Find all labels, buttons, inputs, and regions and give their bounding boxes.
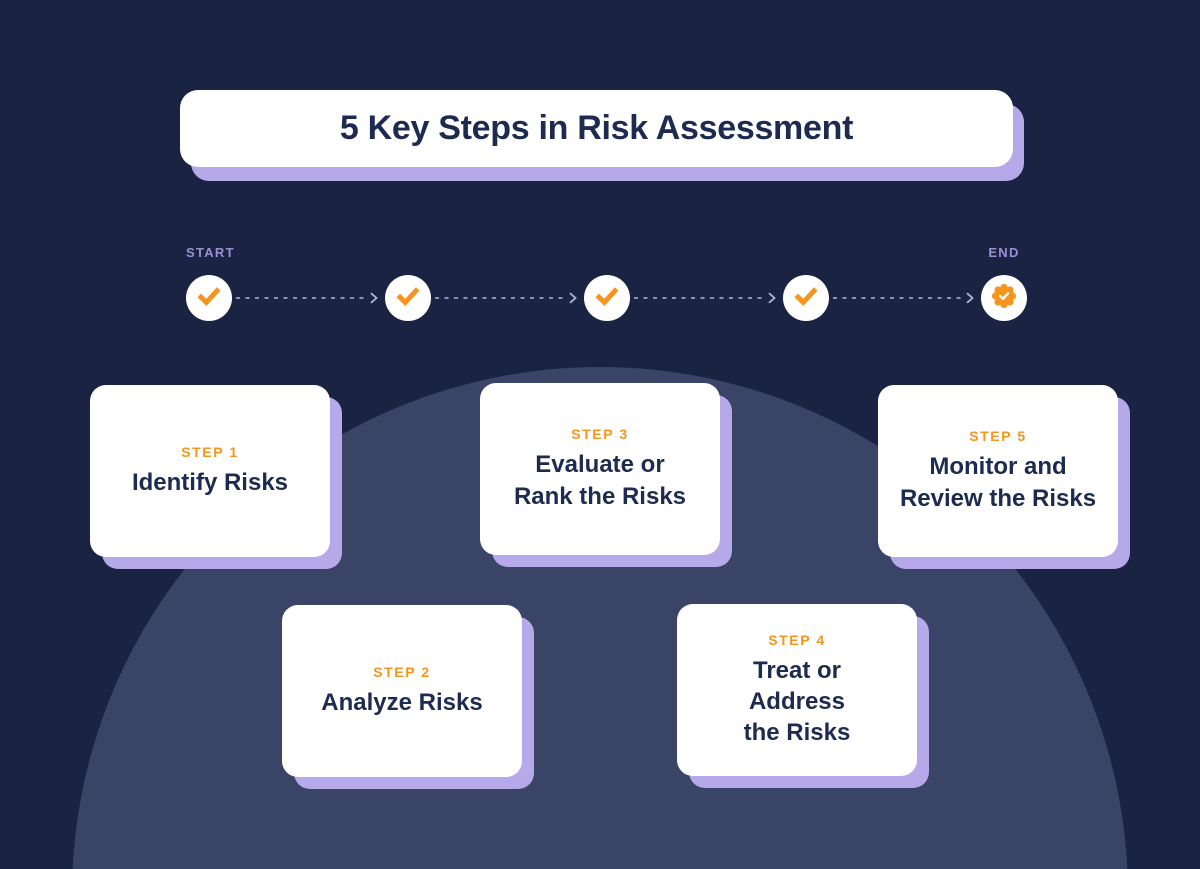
dashed-arrow-connector: [236, 292, 378, 304]
start-label: START: [186, 245, 235, 260]
step-title: Identify Risks: [131, 468, 289, 496]
step-title: Treat or Address the Risks: [743, 656, 851, 747]
badge-check-icon: [990, 282, 1018, 315]
dashed-arrow-connector: [833, 292, 974, 304]
step-title: Analyze Risks: [321, 688, 483, 716]
page-title: 5 Key Steps in Risk Assessment: [339, 109, 854, 147]
title-banner: 5 Key Steps in Risk Assessment: [180, 90, 1013, 167]
check-icon: [197, 284, 221, 313]
check-icon: [595, 284, 619, 313]
step-card-1: STEP 1 Identify Risks: [90, 385, 330, 557]
step-title: Evaluate or Rank the Risks: [513, 451, 687, 510]
step-card-5: STEP 5 Monitor and Review the Risks: [878, 385, 1118, 557]
timeline-node-2: [385, 275, 431, 321]
step-number-label: STEP 4: [768, 631, 826, 648]
dashed-arrow-connector: [435, 292, 577, 304]
step-card-2: STEP 2 Analyze Risks: [282, 605, 522, 777]
check-icon: [396, 284, 420, 313]
timeline-node-5: [981, 275, 1027, 321]
step-number-label: STEP 2: [373, 663, 431, 680]
step-title: Monitor and Review the Risks: [899, 453, 1097, 512]
check-icon: [794, 284, 818, 313]
step-number-label: STEP 3: [571, 426, 629, 443]
step-number-label: STEP 5: [969, 428, 1027, 445]
end-label: END: [988, 245, 1020, 260]
step-card-3: STEP 3 Evaluate or Rank the Risks: [480, 383, 720, 555]
step-number-label: STEP 1: [181, 443, 239, 460]
timeline-node-3: [584, 275, 630, 321]
timeline-node-1: [186, 275, 232, 321]
step-card-4: STEP 4 Treat or Address the Risks: [677, 604, 917, 776]
dashed-arrow-connector: [634, 292, 776, 304]
timeline-node-4: [783, 275, 829, 321]
